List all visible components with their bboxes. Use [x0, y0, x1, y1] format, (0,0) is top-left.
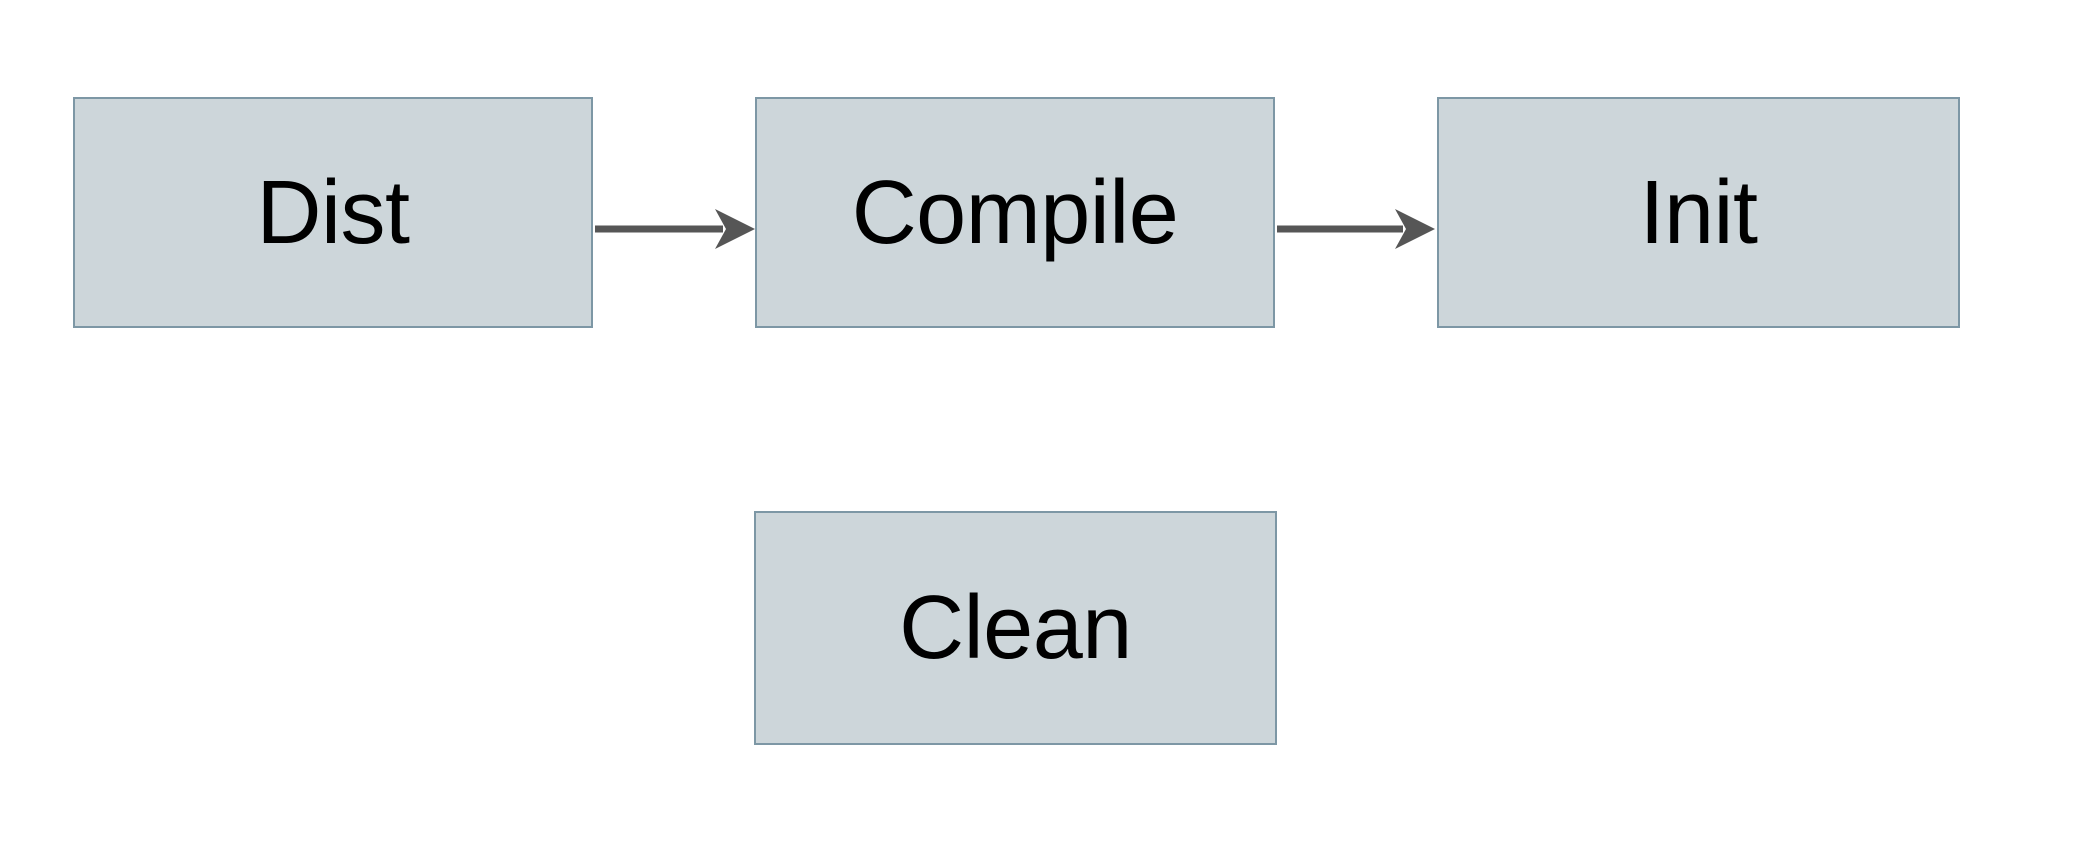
edge-dist-to-compile[interactable]	[595, 209, 755, 249]
node-dist[interactable]: Dist	[73, 97, 593, 328]
edge-compile-to-init[interactable]	[1277, 209, 1435, 249]
node-compile-label: Compile	[851, 162, 1179, 263]
node-init[interactable]: Init	[1437, 97, 1960, 328]
node-init-label: Init	[1639, 162, 1758, 263]
node-clean-label: Clean	[899, 578, 1132, 678]
node-clean[interactable]: Clean	[754, 511, 1277, 745]
node-dist-label: Dist	[256, 162, 411, 263]
edge-dist-to-compile-arrow-icon	[595, 209, 755, 249]
node-compile[interactable]: Compile	[755, 97, 1275, 328]
edge-compile-to-init-arrow-icon	[1277, 209, 1435, 249]
